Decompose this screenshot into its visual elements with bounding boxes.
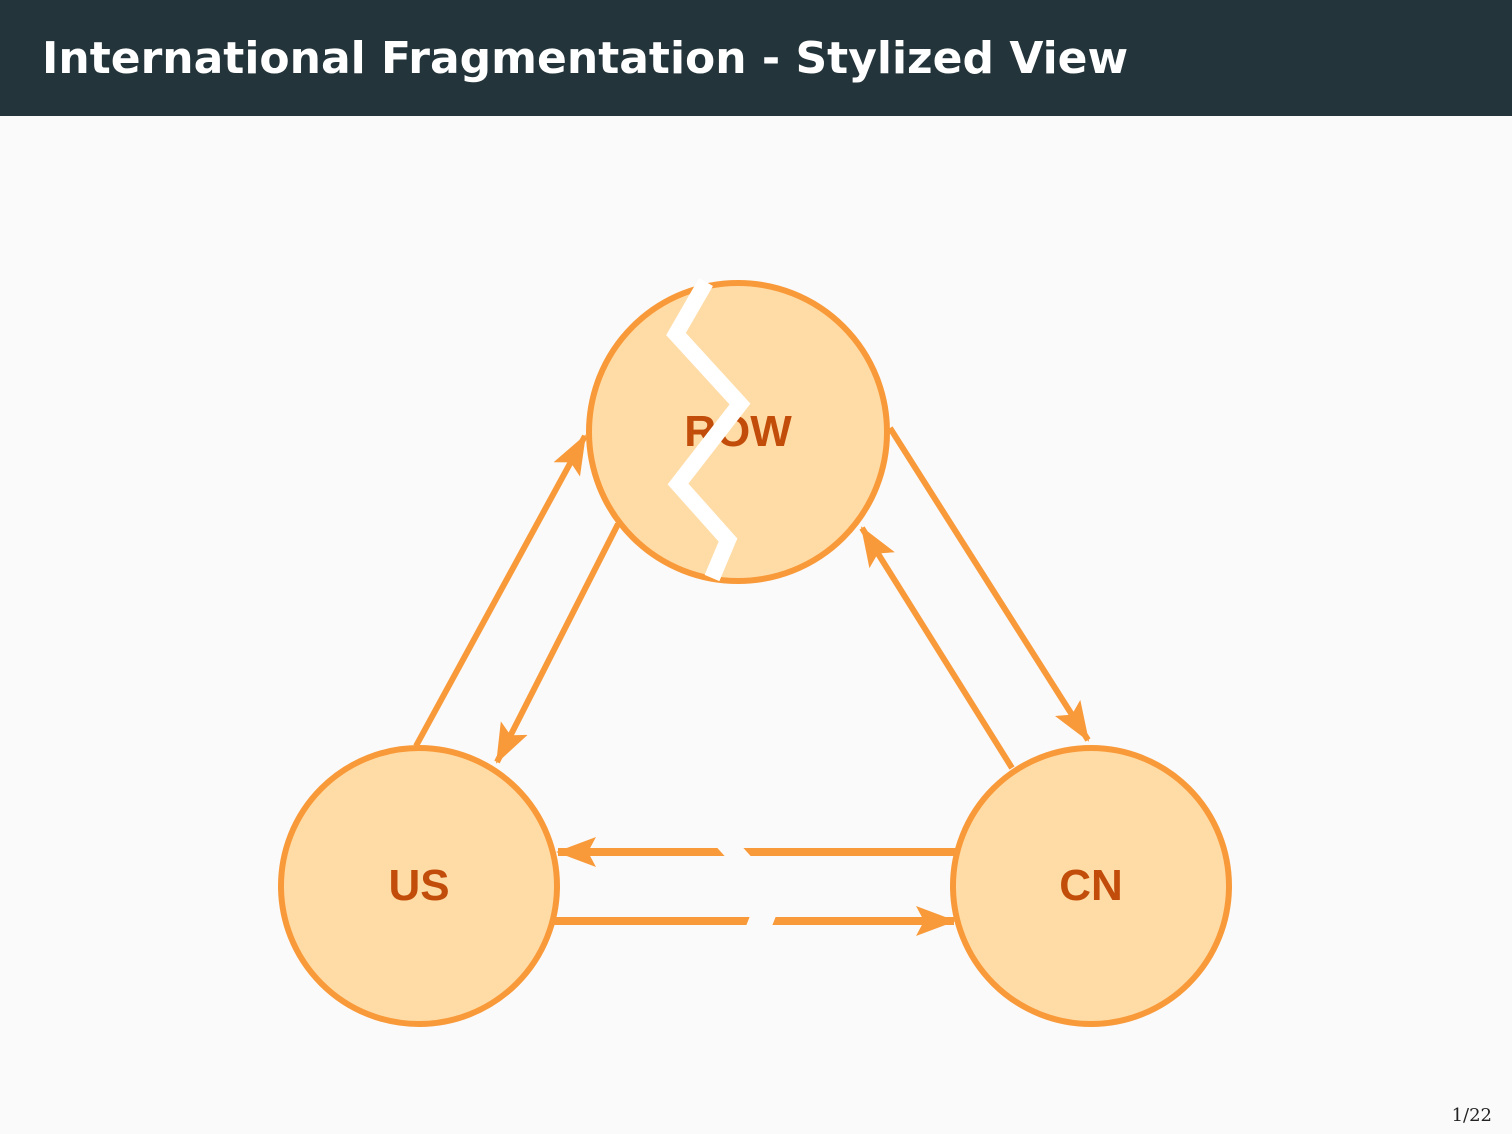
node-row: ROW: [586, 278, 890, 584]
node-cn: CN: [950, 745, 1232, 1027]
node-us: US: [278, 745, 560, 1027]
fragmentation-diagram: ROW US CN: [278, 278, 1232, 1027]
edge-row-to-cn: [887, 426, 1091, 742]
trade-break-gap-bottom: [744, 911, 778, 931]
edge-cn-to-row: [859, 526, 1015, 770]
edges: [413, 426, 1091, 936]
node-cn-circle: [950, 745, 1232, 1027]
node-us-circle: [278, 745, 560, 1027]
node-cn-label: CN: [1059, 861, 1123, 910]
node-row-crack: [666, 278, 751, 582]
edge-us-to-row: [413, 434, 588, 748]
slide-header: International Fragmentation - Stylized V…: [0, 0, 1512, 116]
slide-title: International Fragmentation - Stylized V…: [42, 33, 1129, 84]
page-number: 1/22: [1451, 1105, 1492, 1126]
node-us-label: US: [388, 861, 449, 910]
node-row-circle: [586, 280, 890, 584]
edge-row-to-us: [494, 522, 621, 764]
trade-break-gap-top: [712, 842, 756, 862]
